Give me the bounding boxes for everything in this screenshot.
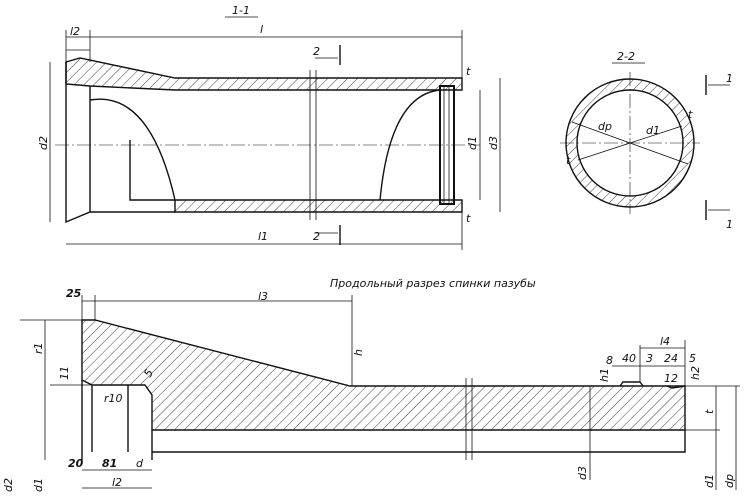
label-d3: d3 — [576, 466, 589, 480]
label-l2: l2 — [112, 476, 122, 489]
label-t-right: t — [688, 108, 693, 121]
pipe-wall-top — [65, 57, 463, 91]
label-h1: h1 — [598, 368, 611, 382]
label-l: l — [260, 23, 263, 36]
label-d2: d2 — [37, 136, 50, 150]
label-d1: d1 — [466, 136, 479, 150]
label-l1: l1 — [258, 230, 268, 243]
dim-24: 24 — [664, 352, 678, 365]
cut-2-bottom: 2 — [313, 230, 320, 243]
longitudinal-section-detail: Продольный разрез спинки пазубы 25 l3 r1… — [2, 277, 740, 492]
dim-20: 20 — [68, 457, 84, 470]
cut-1-top: 1 — [726, 72, 733, 85]
section-1-1-title: 1-1 — [232, 4, 250, 17]
dim-11: 11 — [58, 366, 71, 380]
label-l4: l4 — [660, 335, 670, 348]
label-dp: dp — [723, 474, 736, 488]
pipe-wall-bottom — [174, 199, 463, 213]
label-d3: d3 — [487, 136, 500, 150]
label-l3: l3 — [258, 290, 268, 303]
label-l2: l2 — [70, 25, 80, 38]
label-t-top: t — [466, 65, 471, 78]
label-h: h — [352, 349, 365, 356]
section-1-1-view: 1-1 l l2 2 2 d2 d1 d3 t t — [37, 4, 501, 250]
label-d1-left: d1 — [32, 478, 45, 492]
label-d: d — [136, 457, 144, 470]
label-r10: r10 — [104, 392, 123, 405]
label-t-left: t — [566, 154, 571, 167]
cut-2-top: 2 — [313, 45, 320, 58]
dim-5b: 5 — [689, 352, 696, 365]
dim-25: 25 — [66, 287, 82, 300]
label-d1: d1 — [646, 124, 660, 137]
dim-81: 81 — [102, 457, 117, 470]
detail-caption: Продольный разрез спинки пазубы — [330, 277, 536, 290]
socket-wall-section — [81, 319, 686, 431]
label-h2: h2 — [689, 366, 702, 380]
section-2-2-view: 2-2 dp d1 t t 1 1 — [560, 50, 733, 231]
label-d2: d2 — [2, 478, 15, 492]
label-t: t — [703, 409, 716, 414]
dim-8: 8 — [606, 354, 613, 367]
label-dp: dp — [598, 120, 612, 133]
dim-3: 3 — [646, 352, 653, 365]
section-2-2-title: 2-2 — [617, 50, 635, 63]
dim-40: 40 — [622, 352, 636, 365]
label-r1: r1 — [32, 342, 45, 354]
label-d1-right: d1 — [703, 474, 716, 488]
dim-12: 12 — [664, 372, 678, 385]
label-t-bottom: t — [466, 212, 471, 225]
cut-1-bottom: 1 — [726, 218, 733, 231]
